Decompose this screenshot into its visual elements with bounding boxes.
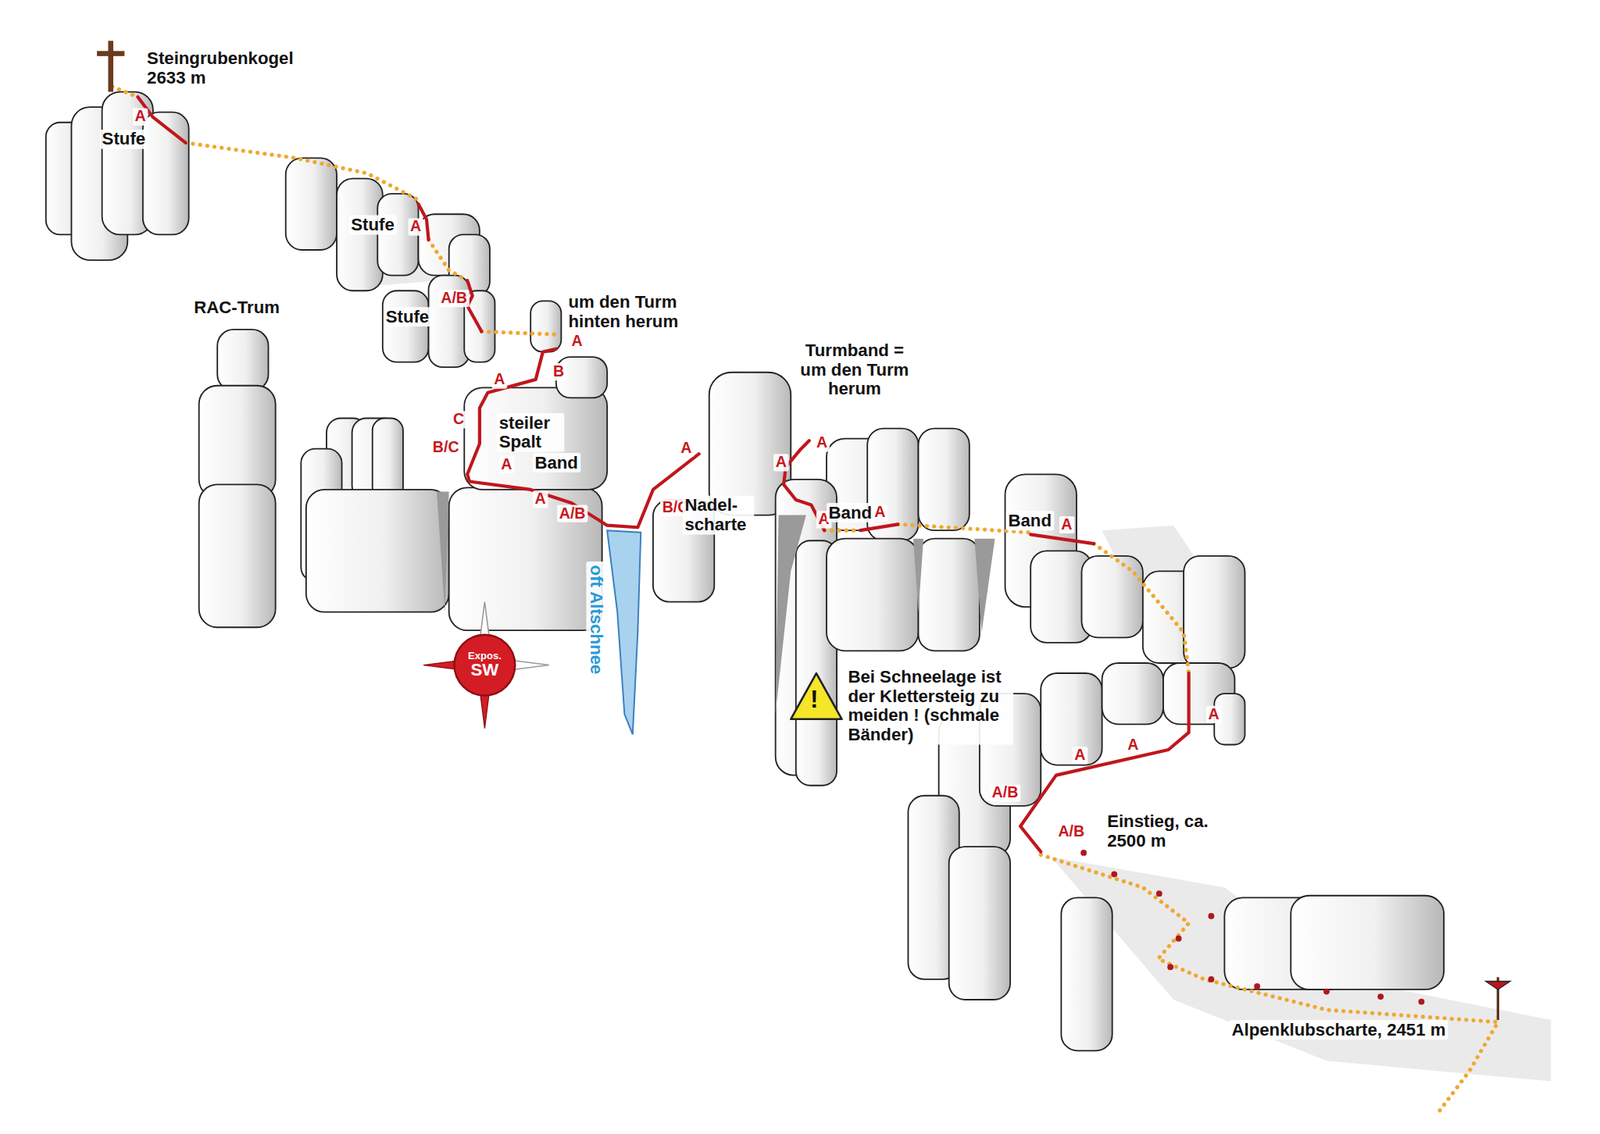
map-label: RAC-Trum [192,297,283,318]
grade-label: A [678,439,694,458]
grade-label: A [1125,736,1141,754]
compass-heading: Expos. [467,650,502,662]
grade-label: A [773,453,789,472]
grade-label: B [550,363,566,381]
grade-label: A [499,456,515,474]
grade-label: A [1072,746,1088,765]
warning-sign [790,673,842,720]
grade-label: A [532,490,548,508]
grade-label: A [1206,706,1222,724]
map-label: Alpenklubscharte, 2451 m [1229,1020,1448,1040]
map-label: Nadel- scharte [682,496,754,536]
grade-label: A/B [439,289,470,308]
trail-dots [1080,850,1425,1006]
grade-label: C [450,410,466,429]
map-label: Stufe [349,215,397,236]
map-label: Stufe [383,307,432,327]
compass-badge: Expos.SW [453,633,517,697]
map-label: um den Turm hinten herum [566,292,704,333]
map-label: steiler Spalt [496,413,565,453]
compass-rose [423,602,550,729]
grade-label: A [872,503,888,522]
rock-towers [46,92,1444,1052]
grade-label: B/C [430,439,461,457]
snow-gully [607,530,641,735]
grade-label: A/B [1056,823,1087,841]
summit-cross [96,40,125,92]
scree [367,244,1551,1082]
grade-label: A [1059,516,1075,534]
map-label: Turmband = um den Turm herum [793,340,915,400]
grade-label: A [814,434,829,452]
map-label: Einstieg, ca. 2500 m [1105,812,1222,852]
grade-label: A [407,218,423,236]
map-label: oft Altschnee [585,561,606,679]
map-label: Band [1006,510,1054,531]
trail [112,86,1499,1113]
grade-label: A [132,107,148,125]
grade-label: A/B [989,784,1021,802]
map-label: Band [826,503,875,523]
compass-direction: SW [471,661,500,680]
map-label: ! [810,686,818,715]
grade-label: A/B [557,505,588,523]
map-label: Band [532,453,581,473]
grade-label: A [492,371,508,389]
map-label: Steingrubenkogel 2633 m [144,49,322,89]
map-label: Stufe [100,129,148,150]
pass-flag [1485,977,1511,1021]
grade-label: A [569,332,585,350]
via-ferrata-route [137,96,1189,853]
map-label: Bei Schneelage ist der Klettersteig zu m… [846,667,1014,745]
